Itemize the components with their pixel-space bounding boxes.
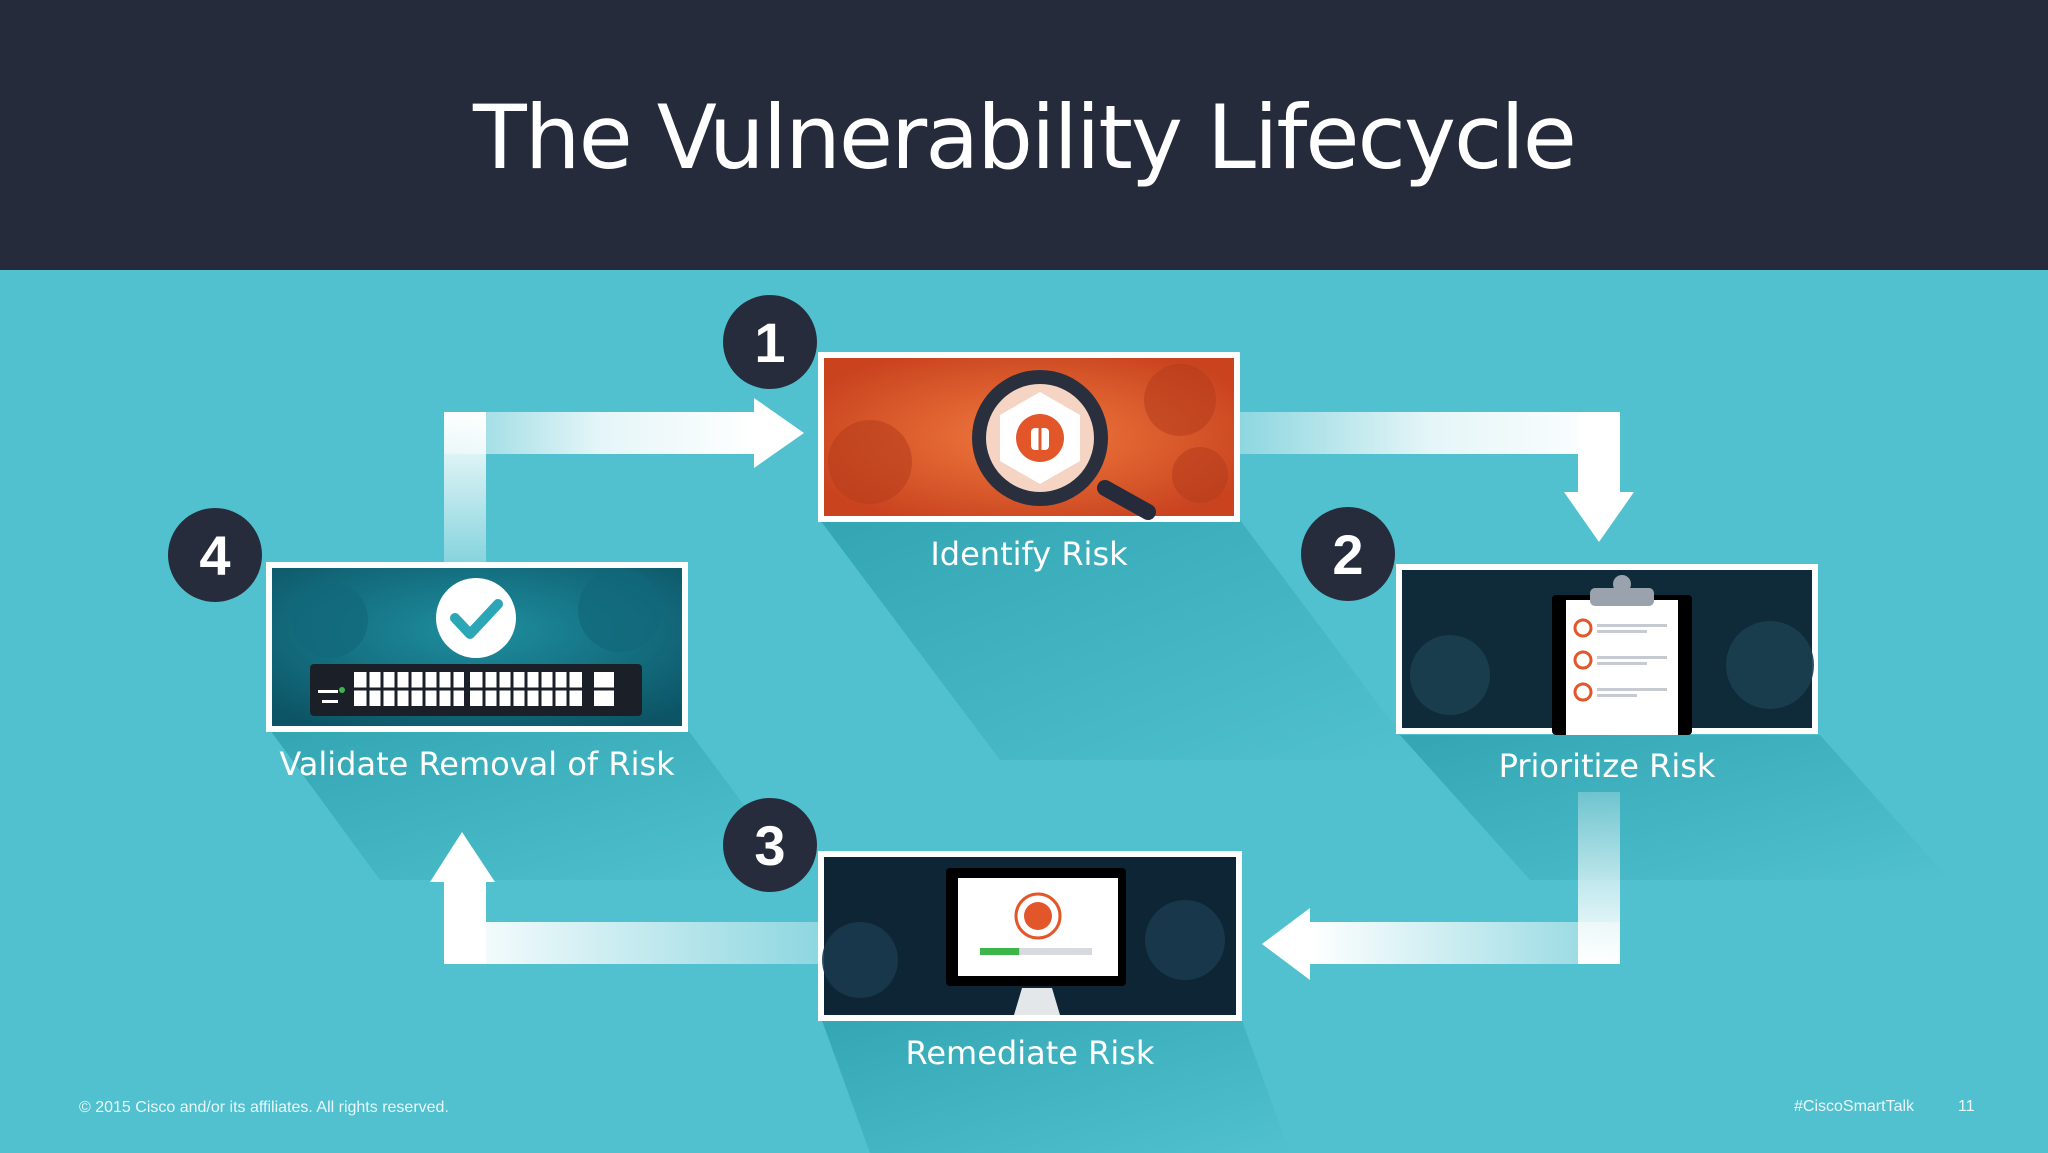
clipboard-checklist-icon <box>1552 575 1692 735</box>
remediate-risk-panel <box>818 851 1242 1021</box>
identify-risk-panel <box>818 352 1240 522</box>
step-badge-1: 1 <box>723 295 817 389</box>
slide-title: The Vulnerability Lifecycle <box>473 86 1577 189</box>
validate-removal-panel <box>266 562 688 732</box>
step-number-1: 1 <box>754 311 785 374</box>
header-bar <box>0 0 2048 270</box>
step-number-4: 4 <box>199 524 230 587</box>
arrow-3-to-4 <box>430 832 820 964</box>
arrow-4-to-1 <box>444 398 804 564</box>
step-badge-4: 4 <box>168 508 262 602</box>
identify-risk-label: Identify Risk <box>930 535 1128 573</box>
copyright-text: © 2015 Cisco and/or its affiliates. All … <box>79 1099 449 1116</box>
step-badge-3: 3 <box>723 798 817 892</box>
page-number: 11 <box>1958 1098 1975 1115</box>
step-number-3: 3 <box>754 814 785 877</box>
remediate-risk-label: Remediate Risk <box>905 1034 1155 1072</box>
panel-shadows <box>270 520 1950 1153</box>
remediation-progress-bar <box>980 948 1020 955</box>
prioritize-risk-label: Prioritize Risk <box>1498 747 1716 785</box>
prioritize-risk-panel <box>1396 564 1818 735</box>
magnifier-bug-icon <box>972 370 1156 520</box>
step-number-2: 2 <box>1332 523 1363 586</box>
step-badge-2: 2 <box>1301 507 1395 601</box>
arrow-1-to-2 <box>1240 412 1634 542</box>
network-switch-check-icon <box>310 578 642 716</box>
validate-removal-label: Validate Removal of Risk <box>279 745 675 783</box>
arrow-2-to-3 <box>1262 792 1620 980</box>
hashtag-text: #CiscoSmartTalk <box>1794 1098 1915 1115</box>
monitor-bug-progress-icon <box>946 868 1126 1015</box>
